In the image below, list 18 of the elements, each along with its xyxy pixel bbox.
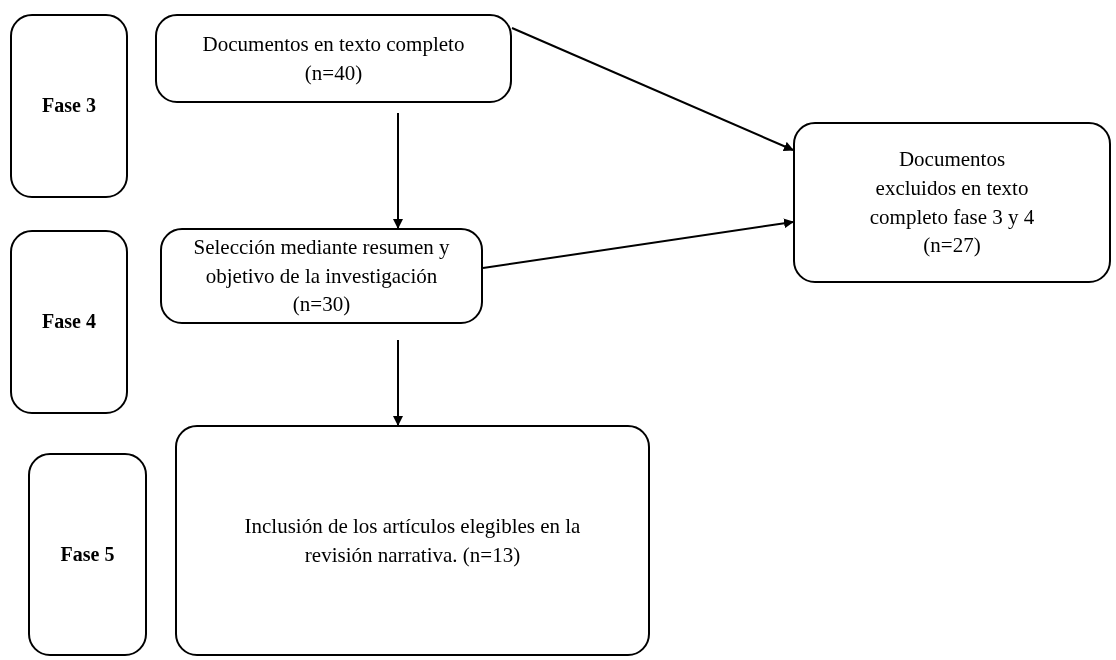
arrow	[393, 112, 403, 229]
phase-label: Fase 3	[42, 93, 96, 119]
step-text: Documentos excluidos en texto completo fase 3 y 4 (n=27)	[868, 145, 1036, 260]
arrow	[511, 27, 794, 151]
phase-label: Fase 5	[60, 541, 115, 567]
step-text: Selección mediante resumen y objetivo de la investigación (n=30)	[192, 233, 451, 319]
arrow	[393, 339, 403, 426]
phase-box	[28, 453, 147, 656]
arrow	[482, 218, 794, 269]
phase-box	[10, 230, 128, 414]
process-box	[175, 425, 650, 656]
phase-label: Fase 4	[42, 309, 96, 335]
process-box	[160, 228, 483, 324]
process-box	[155, 14, 512, 103]
process-box	[793, 122, 1111, 283]
step-text: Documentos en texto completo (n=40)	[201, 30, 466, 87]
step-text: Inclusión de los artículos elegibles en la revisión narrativa. (n=13)	[243, 512, 582, 569]
phase-box	[10, 14, 128, 198]
